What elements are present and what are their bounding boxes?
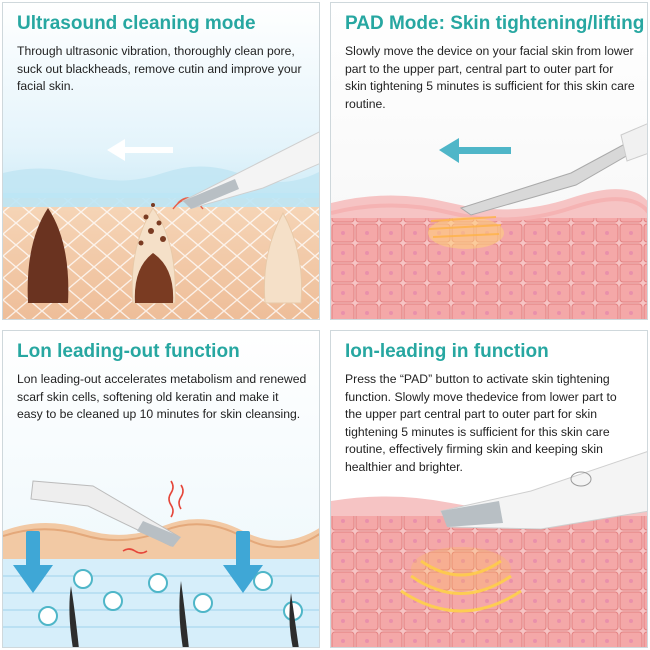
panel-ion-leading-out: Lon leading-out function Lon leading-out…	[2, 330, 320, 648]
panel-title: Lon leading-out function	[17, 341, 240, 362]
panel-description: Slowly move the device on your facial sk…	[345, 44, 635, 111]
pad-skin-illustration	[331, 3, 647, 319]
panel-ion-leading-in: Ion-leading in function Press the “PAD” …	[330, 330, 648, 648]
ion-in-skin-illustration	[331, 331, 647, 647]
arrow-left-icon	[107, 139, 173, 161]
panel-description: Press the “PAD” button to activate skin …	[345, 372, 617, 474]
spatula-device-icon	[182, 131, 319, 209]
heat-wave-icon	[122, 480, 184, 554]
arrow-left-icon	[439, 138, 511, 163]
spatula-device-icon	[459, 123, 647, 216]
panel-description: Lon leading-out accelerates metabolism a…	[17, 372, 307, 421]
heat-wave-icon	[400, 559, 522, 613]
panel-title: Ultrasound cleaning mode	[17, 13, 256, 34]
ion-arrow-down-icon	[223, 531, 263, 593]
panel-title: Ion-leading in function	[345, 341, 549, 362]
panel-ultrasound-cleaning: Ultrasound cleaning mode Through ultraso…	[2, 2, 320, 320]
panel-pad-mode: PAD Mode: Skin tightening/lifting Slowly…	[330, 2, 648, 320]
panel-title: PAD Mode: Skin tightening/lifting	[345, 13, 645, 34]
panel-description: Through ultrasonic vibration, thoroughly…	[17, 44, 302, 93]
spatula-device-icon	[440, 451, 647, 530]
ultrasound-skin-illustration	[3, 3, 319, 319]
ion-arrow-down-icon	[13, 531, 53, 593]
ion-out-skin-illustration	[3, 331, 319, 647]
spatula-device-icon	[30, 480, 181, 547]
